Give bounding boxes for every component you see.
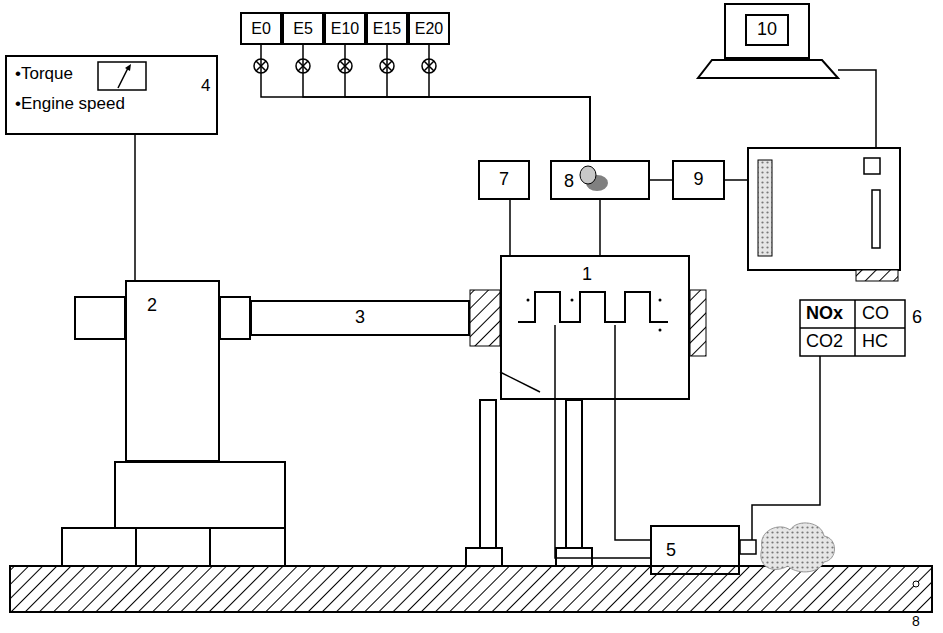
monitor bbox=[725, 4, 809, 58]
drive-shaft: 3 bbox=[250, 300, 470, 336]
engine-side-plate bbox=[690, 290, 706, 356]
sample-line bbox=[752, 356, 820, 540]
node-text: E20 bbox=[415, 20, 443, 38]
node-text: E5 bbox=[293, 20, 313, 38]
dynamometer: 2 bbox=[125, 280, 220, 462]
catalyst-box: 5 bbox=[650, 525, 740, 575]
node-text: 7 bbox=[499, 170, 509, 190]
readout-box: •Torque •Engine speed 4 bbox=[5, 55, 218, 135]
control-unit-button bbox=[864, 158, 880, 174]
fuel-tank: E5 bbox=[282, 12, 324, 45]
computer-screen: 10 bbox=[745, 14, 789, 46]
gauge-needle bbox=[125, 64, 131, 71]
node-text: 5 bbox=[666, 541, 676, 561]
engine-mounts bbox=[466, 400, 592, 566]
control-unit-panel bbox=[758, 160, 772, 256]
connector-line bbox=[555, 400, 650, 558]
engine: 1 bbox=[500, 255, 690, 400]
table-cell: CO bbox=[862, 304, 889, 324]
node-text: 3 bbox=[355, 308, 365, 328]
connector-line bbox=[387, 45, 590, 160]
exhaust-outlet bbox=[740, 540, 756, 554]
dynamometer-stand bbox=[62, 462, 285, 566]
test-bed bbox=[10, 566, 932, 612]
node-text: 2 bbox=[147, 296, 157, 316]
fuel-tank: E10 bbox=[324, 12, 366, 45]
node-text: E15 bbox=[373, 20, 401, 38]
control-cable bbox=[725, 179, 748, 181]
coupling bbox=[470, 290, 500, 346]
callout-number: 8 bbox=[912, 614, 920, 629]
connector-line bbox=[345, 45, 590, 160]
node-text: 9 bbox=[693, 170, 703, 190]
connector-line bbox=[429, 45, 590, 160]
dynamometer-shaft-stubs bbox=[75, 297, 250, 339]
bed-hole bbox=[913, 581, 919, 587]
gauge-needle bbox=[118, 68, 128, 88]
control-unit-slot bbox=[872, 190, 880, 248]
table-cell: CO2 bbox=[806, 332, 843, 352]
node-text: E10 bbox=[331, 20, 359, 38]
intake-flap bbox=[500, 372, 540, 392]
table-cell: HC bbox=[862, 332, 888, 352]
gauge bbox=[98, 62, 146, 90]
process-box: 7 bbox=[478, 160, 530, 200]
keyboard bbox=[698, 60, 838, 78]
callout-number: 6 bbox=[912, 308, 922, 328]
exhaust-cloud bbox=[761, 523, 835, 572]
cylinders bbox=[518, 292, 668, 322]
connector-line bbox=[261, 45, 590, 160]
valve-dots bbox=[527, 299, 662, 332]
node-text: 1 bbox=[582, 265, 592, 285]
injector bbox=[580, 166, 596, 184]
node-text: E0 bbox=[251, 20, 271, 38]
node-text: 4 bbox=[201, 77, 210, 96]
node-text: •Torque bbox=[15, 65, 73, 84]
connector-line bbox=[509, 200, 511, 255]
control-unit-foot bbox=[856, 270, 898, 281]
computer-cable bbox=[838, 70, 876, 148]
control-unit bbox=[748, 148, 900, 270]
node-text: •Engine speed bbox=[15, 95, 125, 114]
connector-line bbox=[599, 200, 601, 255]
node-text: 10 bbox=[757, 20, 777, 40]
fuel-tank: E0 bbox=[240, 12, 282, 45]
connector-line bbox=[303, 45, 590, 160]
fuel-tank: E20 bbox=[408, 12, 450, 45]
exhaust-pipe bbox=[554, 325, 556, 400]
connector-line bbox=[134, 135, 136, 280]
fuel-tank: E15 bbox=[366, 12, 408, 45]
emission-table-grid bbox=[800, 300, 905, 356]
table-cell: NOx bbox=[806, 304, 843, 324]
node-text: 8 bbox=[564, 172, 574, 192]
connector-line bbox=[650, 179, 672, 181]
exhaust-pipe bbox=[615, 325, 650, 540]
injection-box: 8 bbox=[550, 160, 650, 200]
process-box: 9 bbox=[672, 160, 725, 200]
